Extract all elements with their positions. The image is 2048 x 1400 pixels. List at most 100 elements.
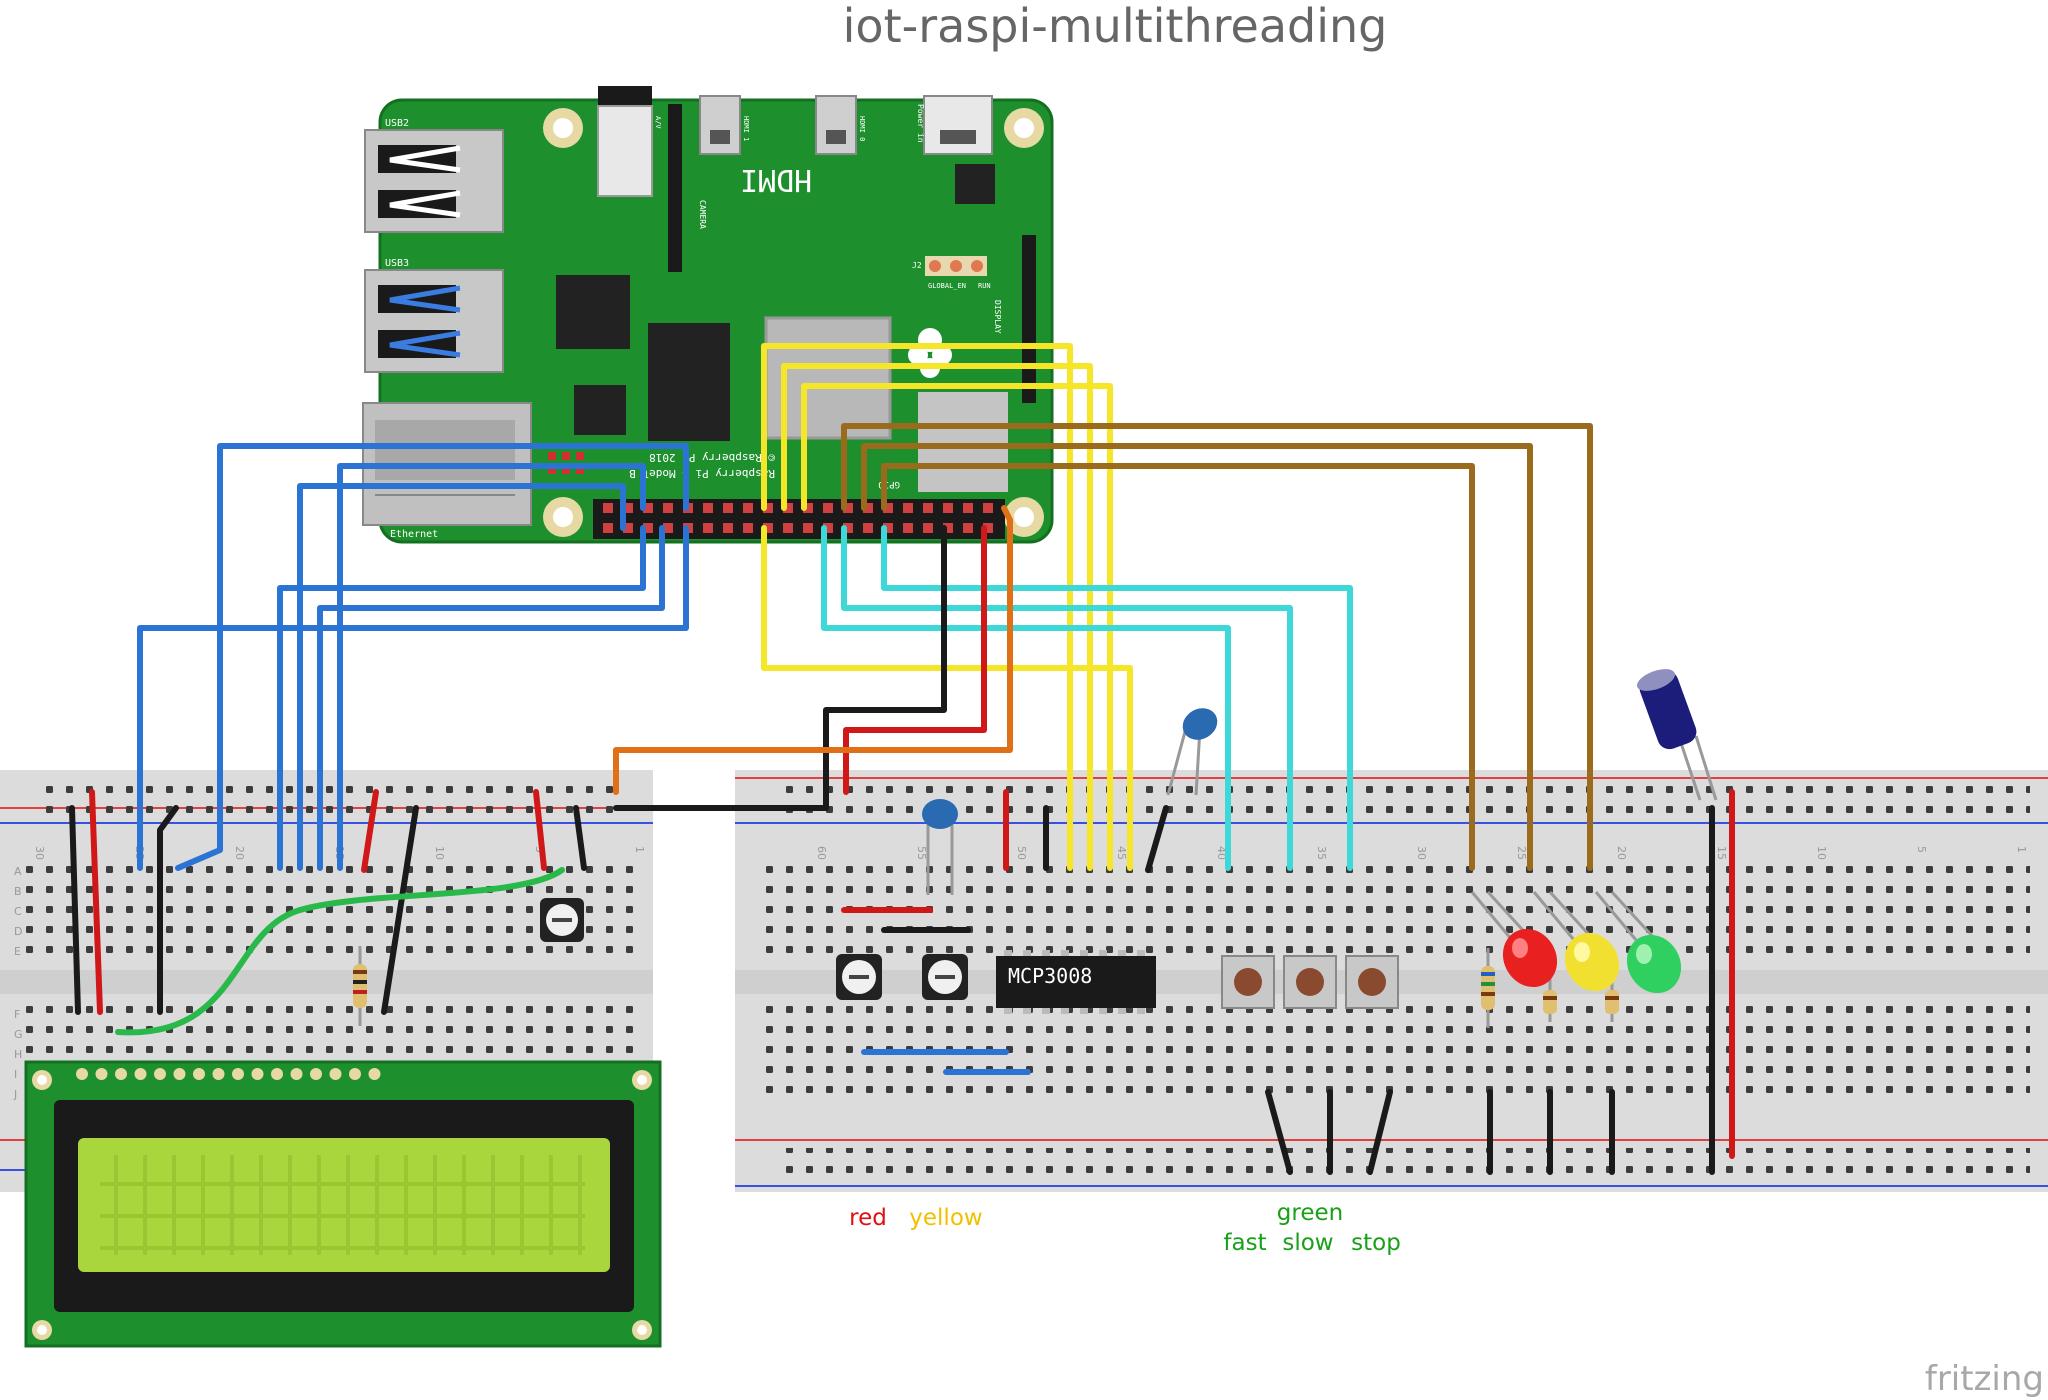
row-letter: A <box>14 865 22 878</box>
gpio-pin <box>723 523 733 533</box>
col-number: 30 <box>1415 846 1428 860</box>
col-number: 1 <box>2015 846 2028 853</box>
mcp3008-label: MCP3008 <box>1008 964 1092 988</box>
gpio-pin <box>763 503 773 513</box>
gpio-pin <box>783 503 793 513</box>
gpio-pin <box>743 503 753 513</box>
wire-blue-1 <box>175 443 689 871</box>
hdmi1-port <box>699 95 741 155</box>
power-usb-c-port <box>923 95 993 155</box>
row-letter: G <box>14 1028 23 1041</box>
col-number: 5 <box>1915 846 1928 853</box>
col-number: 10 <box>433 846 446 860</box>
display-silk-label: DISPLAY <box>993 300 1002 334</box>
wire-black-btn-3 <box>1367 1089 1393 1175</box>
col-number: 60 <box>815 846 828 860</box>
push-button-stop <box>1345 955 1399 1009</box>
wire-blue-6 <box>137 525 689 871</box>
resistor-lcd <box>353 946 367 1026</box>
gpio-pin <box>943 503 953 513</box>
label-slow: slow <box>1282 1230 1333 1256</box>
hdmi0-silk-label: HDMI 0 <box>858 116 866 141</box>
wire-orange-5v-pi <box>613 505 1013 795</box>
gpio-pin <box>703 503 713 513</box>
led-yellow <box>1532 890 1620 992</box>
col-number: 20 <box>1615 846 1628 860</box>
wire-brown-1 <box>841 423 1593 871</box>
gpio-pin <box>983 523 993 533</box>
row-letter: D <box>14 925 22 938</box>
lcd-pin <box>193 1068 205 1080</box>
gpio-pin <box>943 523 953 533</box>
potentiometer-yellow <box>922 954 968 1000</box>
mcp3008-chip: MCP3008 <box>996 950 1156 1014</box>
col-number: 25 <box>1515 846 1528 860</box>
lcd-pins <box>76 1068 381 1080</box>
usb2-label: USB2 <box>385 118 409 129</box>
av-jack <box>597 86 653 197</box>
led-red <box>1470 890 1558 988</box>
led-green <box>1594 890 1682 994</box>
gpio-pin <box>663 523 673 533</box>
lcd-pin <box>95 1068 108 1080</box>
row-letter: E <box>14 945 21 958</box>
col-number: 30 <box>33 846 46 860</box>
smd-pads <box>548 452 584 474</box>
lcd-pin <box>271 1068 283 1080</box>
gpio-pin <box>863 523 873 533</box>
wire-black-left-2 <box>157 805 179 1015</box>
lcd-display <box>24 1060 662 1348</box>
gpio-pin <box>903 503 913 513</box>
electrolytic-capacitor <box>1636 669 1718 801</box>
lcd-pin <box>154 1068 166 1080</box>
push-button-fast <box>1221 955 1275 1009</box>
hdmi-silk-label: HDMI <box>740 162 812 197</box>
ethernet-label: Ethernet <box>390 529 438 540</box>
wire-red-left-1 <box>89 789 103 1015</box>
col-number: 20 <box>233 846 246 860</box>
gpio-pin <box>803 503 813 513</box>
gpio-pin <box>663 503 673 513</box>
lcd-pin <box>329 1068 342 1080</box>
lcd-pin <box>251 1068 264 1080</box>
gpio-pin <box>923 523 933 533</box>
col-number: 45 <box>1115 846 1128 860</box>
wire-red-3v3-pi <box>843 525 987 795</box>
ceramic-capacitor-1 <box>922 799 958 895</box>
hdmi1-silk-label: HDMI 1 <box>742 116 750 141</box>
raspberry-pi-board: USB2 USB3 Ethernet <box>362 86 1054 544</box>
col-number: 10 <box>1815 846 1828 860</box>
gpio-pin <box>703 523 713 533</box>
col-number: 55 <box>915 846 928 860</box>
display-connector <box>1022 235 1036 403</box>
lcd-pin <box>290 1068 303 1080</box>
col-number: 1 <box>633 846 646 853</box>
camera-silk-label: CAMERA <box>698 200 707 229</box>
usb-controller-chip <box>574 385 626 435</box>
lcd-pin <box>134 1068 147 1080</box>
wire-brown-2 <box>861 443 1533 871</box>
col-number: 35 <box>1315 846 1328 860</box>
lcd-pin <box>212 1068 225 1080</box>
gpio-pin <box>923 503 933 513</box>
gpio-pin <box>843 523 853 533</box>
wire-black-left-1 <box>69 805 81 1015</box>
diagram-title: iot-raspi-multithreading <box>843 0 1388 53</box>
row-letter: J <box>13 1088 17 1101</box>
camera-connector <box>668 104 682 272</box>
ceramic-capacitor-2 <box>1166 708 1218 796</box>
col-number: 50 <box>1015 846 1028 860</box>
row-letter: I <box>14 1068 17 1081</box>
wire-yellow-2 <box>781 363 1093 871</box>
gpio-pin <box>863 503 873 513</box>
wire-cyan-1 <box>821 525 1231 871</box>
gpio-pin <box>763 523 773 533</box>
col-number: 15 <box>1715 846 1728 860</box>
wire-blue-4 <box>277 525 646 871</box>
wire-cyan-2 <box>841 525 1293 871</box>
gpio-pin <box>623 523 633 533</box>
fritzing-watermark: fritzing <box>1925 1359 2044 1399</box>
gpio-pin <box>823 523 833 533</box>
